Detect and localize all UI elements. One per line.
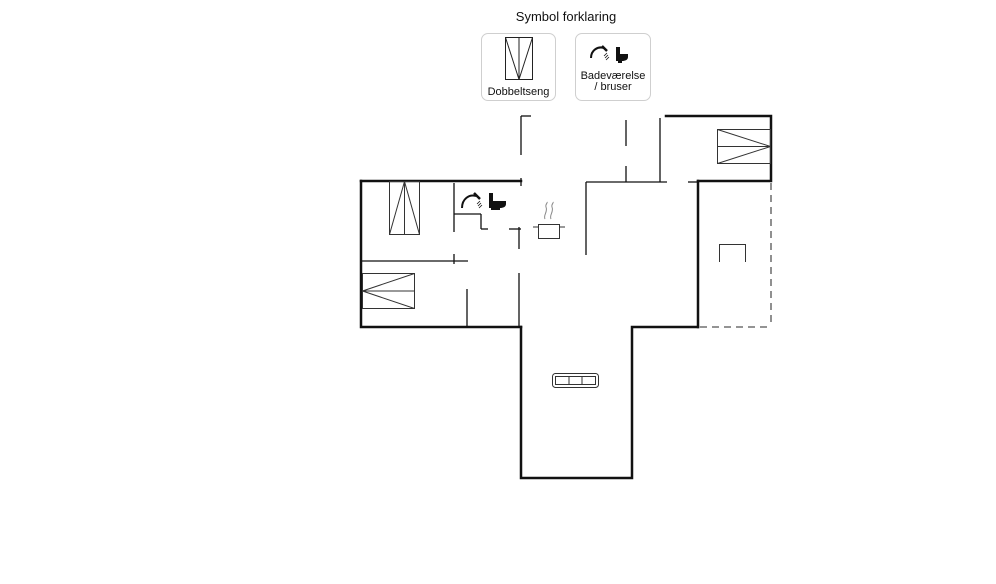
wall-northeast-bedroom: [664, 114, 773, 183]
legend-label-bathroom-line1: Badeværelse: [580, 70, 646, 82]
garden-chair-icon: [719, 244, 746, 262]
double-bed-icon: [389, 181, 420, 235]
bathroom-shower-icon: [590, 45, 628, 63]
legend-label-double-bed: Dobbeltseng: [487, 86, 550, 98]
cooking-pot-icon: [533, 201, 565, 239]
sofa-icon: [552, 373, 599, 388]
wall-living-south: [519, 325, 700, 480]
legend-label-bathroom-line2: / bruser: [594, 81, 632, 93]
legend-title: Symbol forklaring: [515, 9, 617, 24]
toilet-icon: [489, 193, 506, 210]
exterior-walls: [359, 114, 773, 480]
double-bed-icon: [505, 37, 533, 80]
legend-item-bathroom-shower: Badeværelse / bruser: [575, 33, 651, 101]
double-bed-icon: [717, 129, 771, 164]
interior-walls: [362, 115, 698, 327]
shower-icon: [590, 45, 610, 61]
toilet-icon: [616, 47, 628, 63]
legend-item-double-bed: Dobbeltseng: [481, 33, 556, 101]
wall-west-wing: [359, 179, 523, 329]
terrace-outline: [700, 183, 772, 328]
double-bed-icon: [362, 273, 415, 309]
shower-icon: [461, 192, 483, 209]
